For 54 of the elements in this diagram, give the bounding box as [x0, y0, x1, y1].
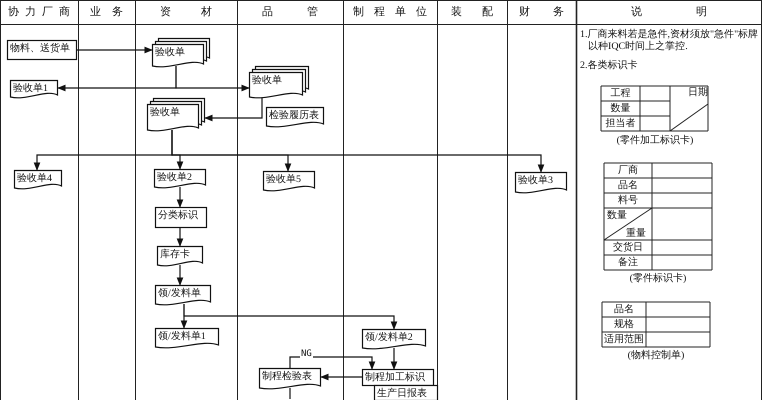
column-header: 制程单位 — [352, 5, 428, 20]
field-label: 日期 — [687, 87, 708, 99]
document-shape: 验收单4 — [14, 170, 62, 191]
process-box: 生产日报表 — [374, 385, 438, 400]
column-header: 财务 — [518, 5, 565, 20]
column-header: 资材 — [159, 5, 213, 20]
arrow — [204, 97, 263, 122]
field-label: 厂商 — [617, 165, 639, 177]
document-shape: 领/发料单 — [155, 285, 211, 307]
document-shape: 领/发料单2 — [362, 329, 426, 351]
arrow — [320, 374, 362, 380]
document-shape: 验收单3 — [515, 172, 567, 195]
document-shape: 检验履历表 — [266, 107, 324, 129]
column-header: 品管 — [261, 5, 319, 20]
field-label: 适用范围 — [603, 334, 645, 346]
field-label: 品名 — [613, 304, 635, 316]
table-caption: (零件加工标识卡) — [616, 135, 694, 147]
note-text: 2.各类标识卡 — [580, 60, 638, 72]
field-label: 料号 — [617, 195, 639, 207]
arrow — [176, 187, 184, 208]
arrow — [289, 356, 376, 370]
arrow — [175, 66, 250, 92]
document-shape: 领/发料单1 — [155, 328, 219, 350]
field-label: 数量 — [606, 210, 628, 222]
process-box: 制程加工标识 — [362, 369, 434, 386]
arrow — [176, 265, 184, 286]
field-label: 交货日 — [612, 242, 644, 254]
field-label: 规格 — [613, 319, 635, 331]
field-label: 担当者 — [604, 118, 636, 130]
column-header: 装配 — [450, 5, 494, 20]
process-box: 物料、送货单 — [7, 40, 77, 60]
process-box: 分类标识 — [155, 207, 207, 228]
arrow — [77, 46, 153, 54]
field-label: 重量 — [625, 228, 647, 240]
arrow — [171, 130, 544, 173]
document-shape: 库存卡 — [157, 246, 203, 268]
table-caption: (物料控制单) — [626, 350, 686, 362]
note-text: 1.厂商来料若是急件,资材须放"急件"标牌以种IQC时间上之掌控. — [580, 29, 760, 53]
column-header: 协力厂商 — [7, 4, 71, 20]
edge-label: NG — [300, 350, 313, 359]
document-shape: 验收单1 — [10, 80, 58, 100]
field-label: 品名 — [617, 180, 639, 192]
document-shape: 验收单5 — [263, 171, 315, 193]
arrow — [390, 348, 398, 370]
field-label: 数量 — [610, 103, 632, 115]
document-shape: 制程检验表 — [259, 368, 321, 391]
field-label: 工程 — [610, 88, 632, 100]
column-header: 说明 — [630, 5, 708, 20]
table-caption: (零件标识卡) — [628, 273, 688, 285]
field-label: 备注 — [617, 257, 639, 269]
document-shape: 验收单2 — [154, 169, 206, 190]
arrow — [183, 304, 398, 330]
arrow — [176, 228, 184, 247]
column-header: 业务 — [89, 5, 124, 20]
